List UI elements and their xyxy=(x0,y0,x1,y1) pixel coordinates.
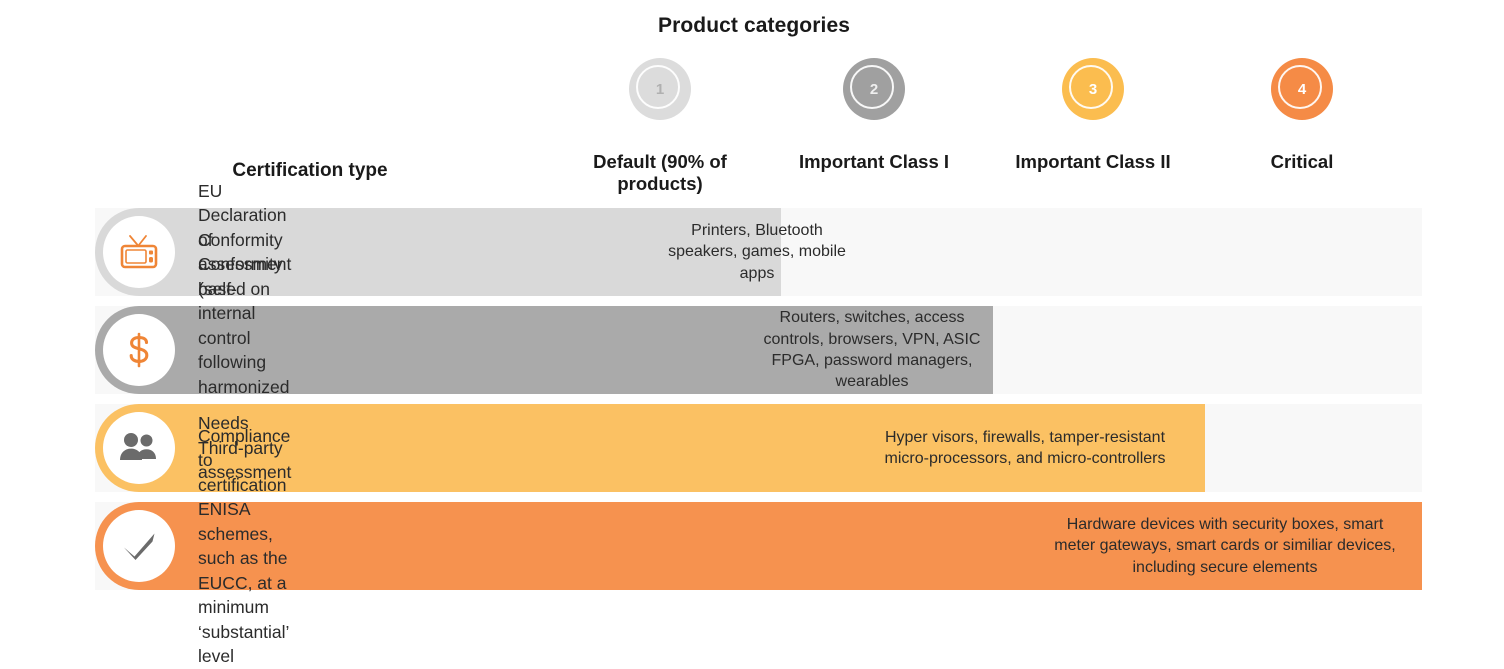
category-label-2: Important Class I xyxy=(798,151,950,172)
row-bar xyxy=(95,502,1422,590)
badge-ring-icon xyxy=(1278,65,1322,109)
category-label-3: Important Class II xyxy=(1015,151,1171,172)
row-cell-text: Routers, switches, access controls, brow… xyxy=(763,309,981,391)
certification-type-header: Certification type xyxy=(232,160,388,181)
category-label-1: Default (90% of products) xyxy=(593,151,727,194)
row-bar xyxy=(95,208,781,296)
category-column-3: 3 Important Class II xyxy=(983,58,1203,173)
badge-ring-icon xyxy=(1069,65,1113,109)
row-bar xyxy=(95,306,993,394)
people-icon xyxy=(103,412,175,484)
category-column-1: 1 Default (90% of products) xyxy=(550,58,770,195)
row-label: Conformity assessment based on internal … xyxy=(198,230,297,471)
television-icon xyxy=(103,216,175,288)
category-label-4: Critical xyxy=(1270,151,1334,172)
category-badge-1: 1 xyxy=(629,58,691,120)
badge-ring-icon xyxy=(636,65,680,109)
page-title-text: Product categories xyxy=(657,14,851,37)
row-cell-text: Hyper visors, firewalls, tamper-resistan… xyxy=(884,428,1166,467)
category-column-4: 4 Critical xyxy=(1192,58,1412,173)
page-title: Product categories xyxy=(0,14,1504,38)
row-label: Compliance to certification ENISA scheme… xyxy=(198,426,290,667)
row-cell-text: Printers, Bluetooth speakers, games, mob… xyxy=(668,221,846,282)
row-label: Needs Third-party assessment xyxy=(198,413,292,483)
category-badge-3: 3 xyxy=(1062,58,1124,120)
category-badge-2: 2 xyxy=(843,58,905,120)
category-badge-number-1: 1 xyxy=(655,80,665,98)
column-headers: Certification type 1 Default (90% of pro… xyxy=(0,58,1504,198)
category-badge-number-4: 4 xyxy=(1297,80,1307,98)
category-badge-4: 4 xyxy=(1271,58,1333,120)
row-bar xyxy=(95,404,1205,492)
row-cell-text: Hardware devices with security boxes, sm… xyxy=(1054,515,1396,576)
check-icon xyxy=(103,510,175,582)
category-badge-number-3: 3 xyxy=(1088,80,1098,98)
badge-ring-icon xyxy=(850,65,894,109)
category-badge-number-2: 2 xyxy=(869,80,879,98)
category-column-2: 2 Important Class I xyxy=(764,58,984,173)
dollar-icon xyxy=(103,314,175,386)
